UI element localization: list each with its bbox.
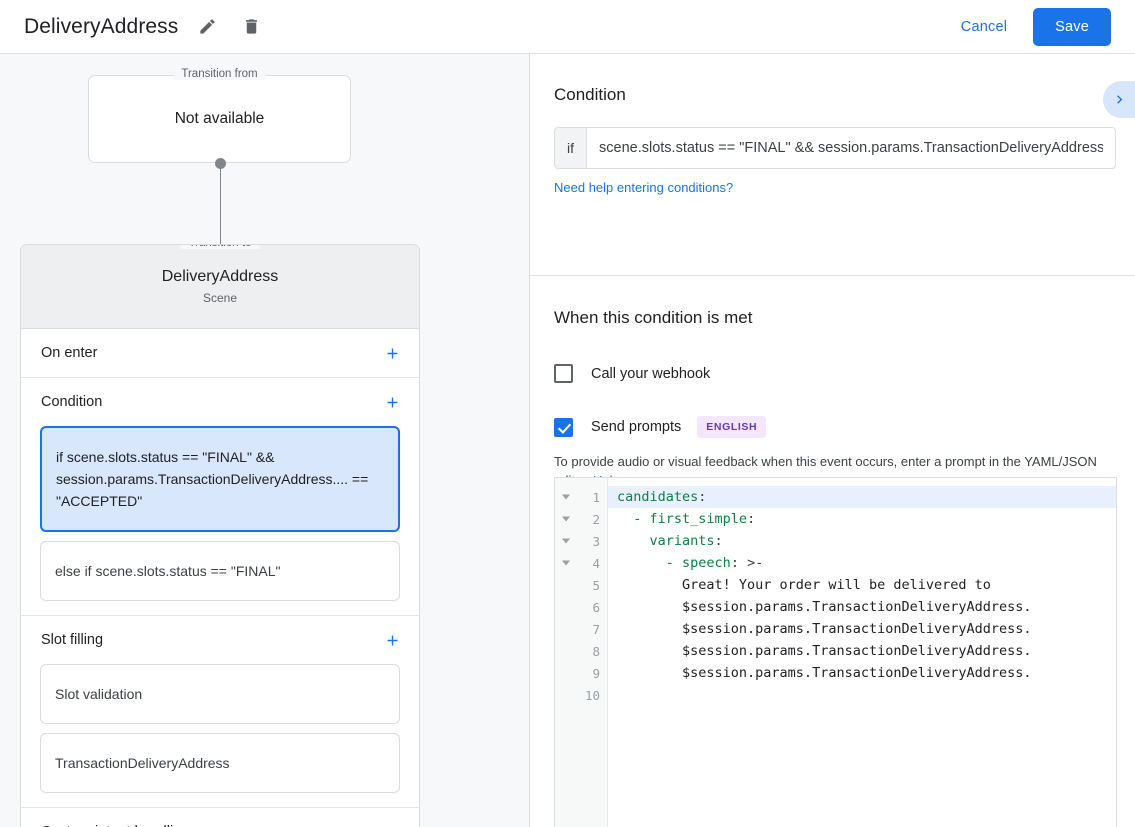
chevron-right-icon-glyph [1116,95,1122,104]
pencil-icon-glyph [200,19,215,34]
section-header-slot-filling[interactable]: Slot filling [21,616,419,664]
slot-filling-list-item[interactable]: TransactionDeliveryAddress [40,733,400,793]
condition-input-row: if [554,127,1116,169]
plus-icon[interactable] [379,389,405,415]
section-custom-intent-handling: Custom intent handling [21,808,419,827]
editor-line-number: 9 [592,665,600,681]
send-prompts-checkbox[interactable] [554,417,573,437]
webhook-checkbox[interactable] [554,364,573,383]
send-prompts-checkbox-label[interactable]: Send prompts [591,419,682,435]
slot-filling-list-item[interactable]: Slot validation [40,664,400,724]
editor-code-line[interactable]: $session.params.TransactionDeliveryAddre… [617,621,1032,637]
send-prompts-checkbox-row[interactable]: Send prompts ENGLISH [554,416,1135,438]
transition-from-value: Not available [174,110,265,127]
webhook-checkbox-row[interactable]: Call your webhook [554,364,1135,383]
fold-triangle-icon[interactable] [562,560,570,566]
section-condition: Condition if scene.slots.status == "FINA… [21,378,419,616]
fold-triangle-icon[interactable] [562,538,570,544]
transition-to-card: Transition to DeliveryAddress Scene On e… [20,244,420,827]
section-title-condition: Condition [41,394,103,410]
editor-code-line[interactable]: variants: [649,533,723,549]
webhook-checkbox-label[interactable]: Call your webhook [591,365,711,382]
scene-type: Scene [202,291,238,305]
transition-from-card: Transition from Not available [88,68,351,163]
fold-triangle-icon[interactable] [562,494,570,500]
trash-icon[interactable] [236,12,266,42]
right-panel: Condition if Need help entering conditio… [530,54,1135,827]
section-slot-filling: Slot filling Slot validation Transaction… [21,616,419,808]
condition-help-link[interactable]: Need help entering conditions? [554,180,734,195]
condition-input[interactable] [587,128,1115,168]
editor-line-number: 8 [592,643,600,659]
editor-code-area[interactable]: candidates: - first_simple: variants: - … [608,478,1116,827]
editor-line-number: 7 [592,621,600,637]
condition-panel-title: Condition [554,85,626,104]
section-on-enter: On enter [21,329,419,378]
section-title-custom-intent-handling: Custom intent handling [41,824,379,827]
chevron-right-icon[interactable] [1103,81,1135,118]
fold-triangle-icon[interactable] [562,516,570,522]
left-panel: Transition from Not available Transition… [0,54,530,827]
plus-icon-glyph [384,824,401,827]
cancel-button[interactable]: Cancel [949,10,1019,44]
editor-code-line[interactable]: - first_simple: [633,511,756,527]
plus-icon[interactable] [379,819,405,827]
transition-to-legend: Transition to [180,245,260,249]
editor-code-line[interactable]: $session.params.TransactionDeliveryAddre… [617,665,1032,681]
pencil-icon[interactable] [192,12,222,42]
language-badge: ENGLISH [697,416,767,438]
plus-icon-glyph [387,348,397,358]
editor-line-number: 3 [555,530,607,552]
scene-header: DeliveryAddress Scene [21,245,419,329]
condition-if-label: if [555,128,587,168]
section-header-condition[interactable]: Condition [21,378,419,426]
editor-line-number: 4 [555,552,607,574]
plus-icon-glyph [387,397,397,407]
editor-code-line[interactable]: Great! Your order will be delivered to [617,577,991,593]
editor-line-number: 1 [555,486,607,508]
condition-list-item[interactable]: else if scene.slots.status == "FINAL" [40,541,400,601]
save-button[interactable]: Save [1033,7,1111,46]
editor-code-line[interactable]: - speech: >- [665,555,764,571]
transition-from-legend: Transition from [173,68,266,80]
scene-name: DeliveryAddress [161,268,279,285]
section-title-on-enter: On enter [41,345,98,361]
editor-code-line[interactable]: candidates: [608,486,1116,508]
section-body-condition: if scene.slots.status == "FINAL" && sess… [21,426,419,615]
editor-code-line[interactable] [608,684,1116,706]
when-met-title: When this condition is met [554,308,753,327]
condition-list-item[interactable]: if scene.slots.status == "FINAL" && sess… [40,426,400,532]
editor-line-number: 2 [555,508,607,530]
editor-line-number: 6 [592,599,600,615]
editor-code-line[interactable]: $session.params.TransactionDeliveryAddre… [617,599,1032,615]
trash-icon-glyph [245,19,257,34]
section-header-on-enter[interactable]: On enter [21,329,419,377]
plus-icon[interactable] [379,340,405,366]
section-divider [530,275,1135,276]
plus-icon-glyph [387,635,397,645]
app-header: DeliveryAddress Cancel Save [0,0,1135,54]
page-title: DeliveryAddress [24,14,179,38]
plus-icon[interactable] [379,627,405,653]
editor-line-number: 5 [592,577,600,593]
editor-line-number: 10 [584,687,600,703]
section-body-slot-filling: Slot validation TransactionDeliveryAddre… [21,664,419,807]
body-wrapper: Transition from Not available Transition… [0,54,1135,827]
connector-line [219,163,222,263]
editor-code-line[interactable]: $session.params.TransactionDeliveryAddre… [617,643,1032,659]
section-title-slot-filling: Slot filling [41,632,104,648]
section-header-custom-intent-handling[interactable]: Custom intent handling [21,808,419,827]
